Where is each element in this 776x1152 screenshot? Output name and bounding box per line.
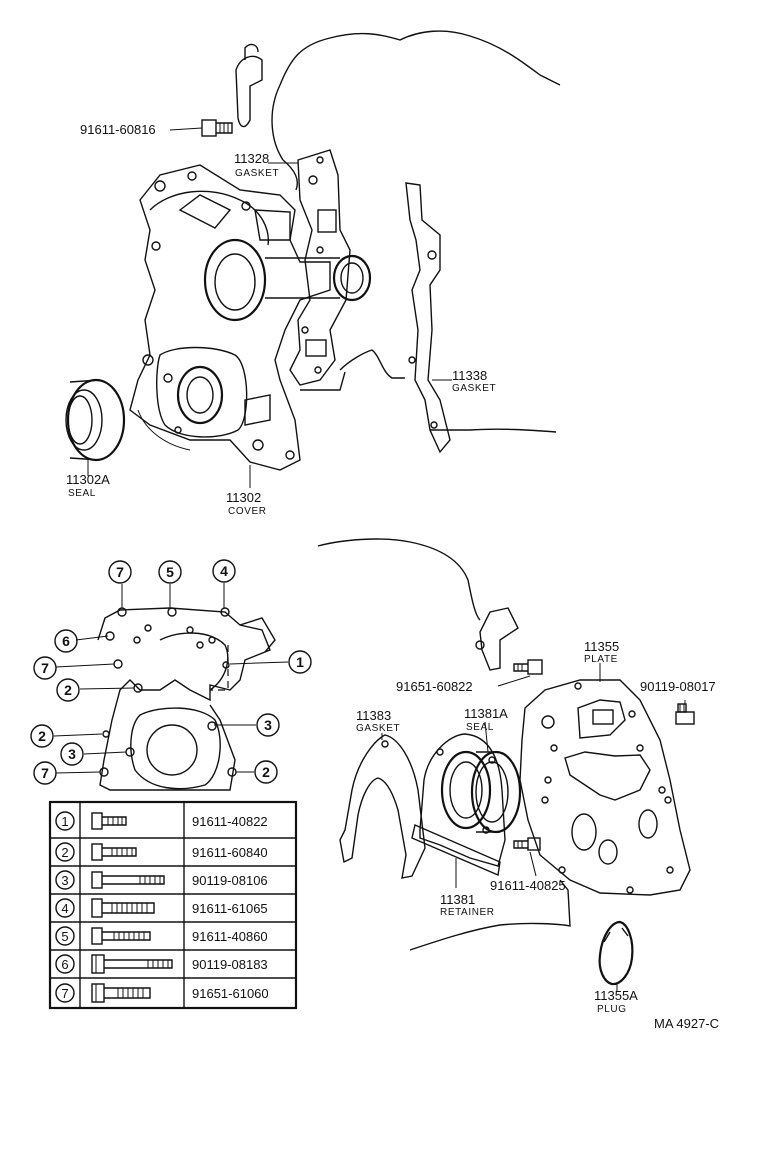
label-91611-40825: 91611-40825: [490, 878, 566, 893]
svg-text:5: 5: [61, 929, 68, 944]
callout-7-bottom: 7: [33, 761, 57, 785]
bolt-91611-60816: [201, 119, 233, 137]
table-row: 5 91611-40860: [55, 926, 268, 946]
table-row: 3 90119-08106: [55, 870, 268, 890]
svg-text:6: 6: [62, 633, 70, 649]
table-row: 1 91611-40822: [55, 811, 268, 831]
svg-text:91611-40822: 91611-40822: [192, 814, 268, 829]
svg-text:6: 6: [61, 957, 68, 972]
engine-block-outline-lower: [317, 538, 519, 671]
label-11355a-number: 11355A: [594, 988, 638, 1003]
retainer-11381: [411, 733, 506, 877]
bolt-90119-08017: [675, 703, 695, 725]
label-91651-60822: 91651-60822: [396, 679, 473, 694]
end-plate-11355: [519, 679, 691, 896]
svg-text:4: 4: [220, 563, 228, 579]
bolt-icon: [91, 843, 137, 861]
svg-text:91611-60840: 91611-60840: [192, 845, 268, 860]
gasket-11383: [339, 734, 426, 879]
callout-4-top: 4: [212, 559, 236, 583]
engine-block-outline-upper: [235, 30, 561, 433]
svg-text:90119-08106: 90119-08106: [192, 873, 268, 888]
callout-6-left: 6: [54, 629, 78, 653]
callout-2-left-mid: 2: [30, 724, 54, 748]
svg-text:91611-40860: 91611-40860: [192, 929, 268, 944]
label-11355-number: 11355: [584, 639, 619, 654]
table-row: 7 91651-61060: [55, 983, 269, 1003]
svg-text:5: 5: [166, 564, 174, 580]
table-row: 6 90119-08183: [55, 954, 268, 974]
label-91611-60816: 91611-60816: [80, 122, 156, 137]
label-90119-08017: 90119-08017: [640, 679, 716, 694]
bolt-icon: [91, 898, 155, 918]
seal-11302a: [65, 378, 126, 462]
svg-text:4: 4: [61, 901, 68, 916]
label-11383-name: GASKET: [356, 723, 400, 734]
callout-leaders: [53, 583, 289, 774]
label-11381a-number: 11381A: [464, 706, 508, 721]
table-row: 4 91611-61065: [55, 898, 268, 918]
svg-text:3: 3: [61, 873, 68, 888]
svg-text:2: 2: [262, 764, 270, 780]
cover-bolt-location-view: [97, 607, 276, 791]
label-11381-name: RETAINER: [440, 907, 495, 918]
bolt-91611-40825: [513, 837, 541, 851]
gasket-11328: [289, 149, 351, 386]
svg-text:1: 1: [61, 814, 68, 829]
label-11302-name: COVER: [228, 506, 267, 517]
label-11302-number: 11302: [226, 490, 261, 505]
svg-text:7: 7: [116, 564, 124, 580]
callout-5-top: 5: [158, 560, 182, 584]
figure-code: MA 4927-C: [654, 1016, 719, 1031]
callout-2-left-upper: 2: [56, 678, 80, 702]
bolt-icon: [91, 983, 151, 1003]
bolt-91651-60822: [513, 659, 543, 675]
label-11338-name: GASKET: [452, 383, 496, 394]
timing-cover-11302: [129, 164, 372, 471]
svg-text:2: 2: [61, 845, 68, 860]
svg-text:91611-61065: 91611-61065: [192, 901, 268, 916]
label-11383-number: 11383: [356, 708, 391, 723]
label-11355-name: PLATE: [584, 654, 618, 665]
callout-3-right: 3: [256, 713, 280, 737]
svg-text:2: 2: [64, 682, 72, 698]
svg-text:91651-61060: 91651-61060: [192, 986, 269, 1001]
svg-text:3: 3: [68, 746, 76, 762]
callout-7-top: 7: [108, 560, 132, 584]
table-row: 2 91611-60840: [55, 842, 268, 862]
svg-text:3: 3: [264, 717, 272, 733]
label-11355a-name: PLUG: [597, 1004, 627, 1015]
svg-text:2: 2: [38, 728, 46, 744]
callout-2-right: 2: [254, 760, 278, 784]
bolt-icon: [91, 871, 165, 889]
bolt-table: [48, 800, 298, 1010]
label-11381a-name: SEAL: [466, 722, 494, 733]
svg-text:7: 7: [61, 986, 68, 1001]
gasket-11338: [405, 182, 451, 454]
svg-text:7: 7: [41, 765, 49, 781]
label-11338-number: 11338: [452, 368, 487, 383]
callout-3-left: 3: [60, 742, 84, 766]
svg-text:90119-08183: 90119-08183: [192, 957, 268, 972]
label-11328-number: 11328: [234, 151, 269, 166]
label-11302a-number: 11302A: [66, 472, 110, 487]
svg-text:7: 7: [41, 660, 49, 676]
bolt-icon: [91, 927, 151, 945]
seal-11381a: [470, 750, 522, 834]
bolt-icon: [91, 954, 173, 974]
label-11381-number: 11381: [440, 892, 475, 907]
bolt-icon: [91, 812, 127, 830]
svg-text:1: 1: [296, 654, 304, 670]
callout-1-right: 1: [288, 650, 312, 674]
label-11328-name: GASKET: [235, 168, 279, 179]
callout-7-left: 7: [33, 656, 57, 680]
plug-11355a: [598, 920, 634, 986]
label-11302a-name: SEAL: [68, 488, 96, 499]
